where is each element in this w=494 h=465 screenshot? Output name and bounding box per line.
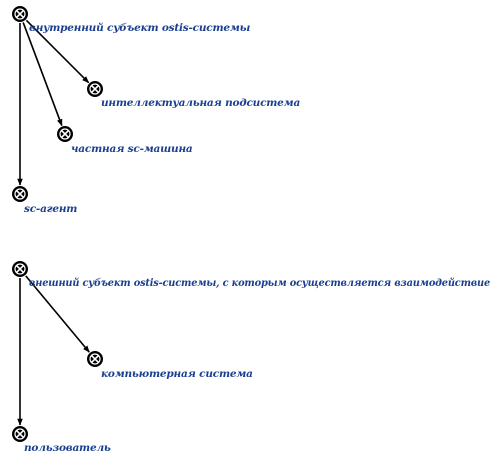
node-cross-icon (91, 85, 99, 93)
node-label-n3: частная sc-машина (71, 143, 193, 155)
node-label-n4: sc-агент (24, 203, 77, 215)
node-cross-icon (60, 130, 69, 138)
node-label-n6: компьютерная система (101, 368, 253, 380)
node-ring-icon (14, 428, 26, 440)
node-ring-icon (89, 83, 101, 95)
node-label-n5: внешний субъект ostis-системы, с которым… (29, 276, 490, 289)
node-ring-icon (59, 128, 71, 140)
node-label-n2: интеллектуальная подсистема (101, 97, 300, 109)
node-ring-icon (14, 263, 26, 275)
node-n5[interactable]: внешний субъект ostis-системы, с которым… (12, 261, 491, 289)
node-n3[interactable]: частная sc-машина (57, 126, 193, 155)
node-label-n1: внутренний субъект ostis-системы (29, 21, 251, 34)
node-ring-icon (14, 8, 26, 20)
node-n6[interactable]: компьютерная система (87, 351, 253, 380)
node-cross-icon (15, 190, 25, 198)
node-ring-icon (89, 353, 101, 365)
edge-n1-n2 (25, 19, 90, 84)
node-cross-icon (91, 354, 99, 364)
node-n2[interactable]: интеллектуальная подсистема (87, 81, 301, 109)
node-n4[interactable]: sc-агент (12, 186, 78, 215)
node-cross-icon (15, 10, 25, 19)
node-n1[interactable]: внутренний субъект ostis-системы (12, 6, 251, 34)
node-ring-icon (14, 188, 26, 200)
node-cross-icon (15, 429, 25, 439)
node-label-n7: пользователь (24, 442, 111, 454)
node-n7[interactable]: пользователь (12, 426, 111, 454)
node-cross-icon (15, 264, 25, 274)
nodes-layer: внутренний субъект ostis-системы интеллек… (12, 6, 491, 454)
edges-layer (17, 19, 90, 426)
edge-n1-n3 (22, 22, 63, 127)
edge-n5-n6 (25, 275, 90, 353)
